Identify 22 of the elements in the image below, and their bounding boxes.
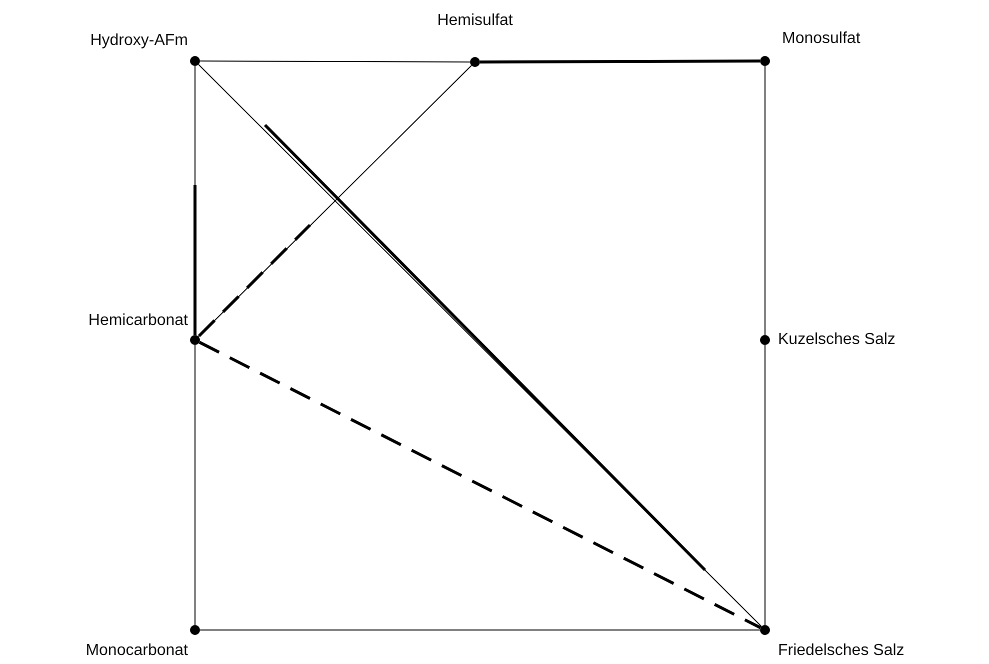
phase-point xyxy=(190,625,200,635)
connector-line xyxy=(764,344,766,626)
phase-label: Friedelsches Salz xyxy=(778,642,904,660)
phase-label: Kuzelsches Salz xyxy=(778,331,896,349)
phase-label: Hemisulfat xyxy=(437,12,513,30)
connector-line xyxy=(198,65,472,337)
connector-line xyxy=(764,66,766,336)
phase-point xyxy=(760,56,770,66)
phase-point xyxy=(760,625,770,635)
phase-point xyxy=(760,335,770,345)
connector-line xyxy=(200,60,470,62)
connector-line xyxy=(198,64,762,627)
phase-point xyxy=(190,56,200,66)
connector-line xyxy=(198,340,762,630)
phase-point xyxy=(470,57,480,67)
phase-label: Monocarbonat xyxy=(86,642,188,660)
connector-line xyxy=(480,60,760,64)
phase-label: Hydroxy-AFm xyxy=(90,32,188,50)
connector-line xyxy=(194,344,196,626)
phase-label: Monosulfat xyxy=(782,30,860,48)
phase-point xyxy=(190,335,200,345)
phase-label: Hemicarbonat xyxy=(88,312,188,330)
